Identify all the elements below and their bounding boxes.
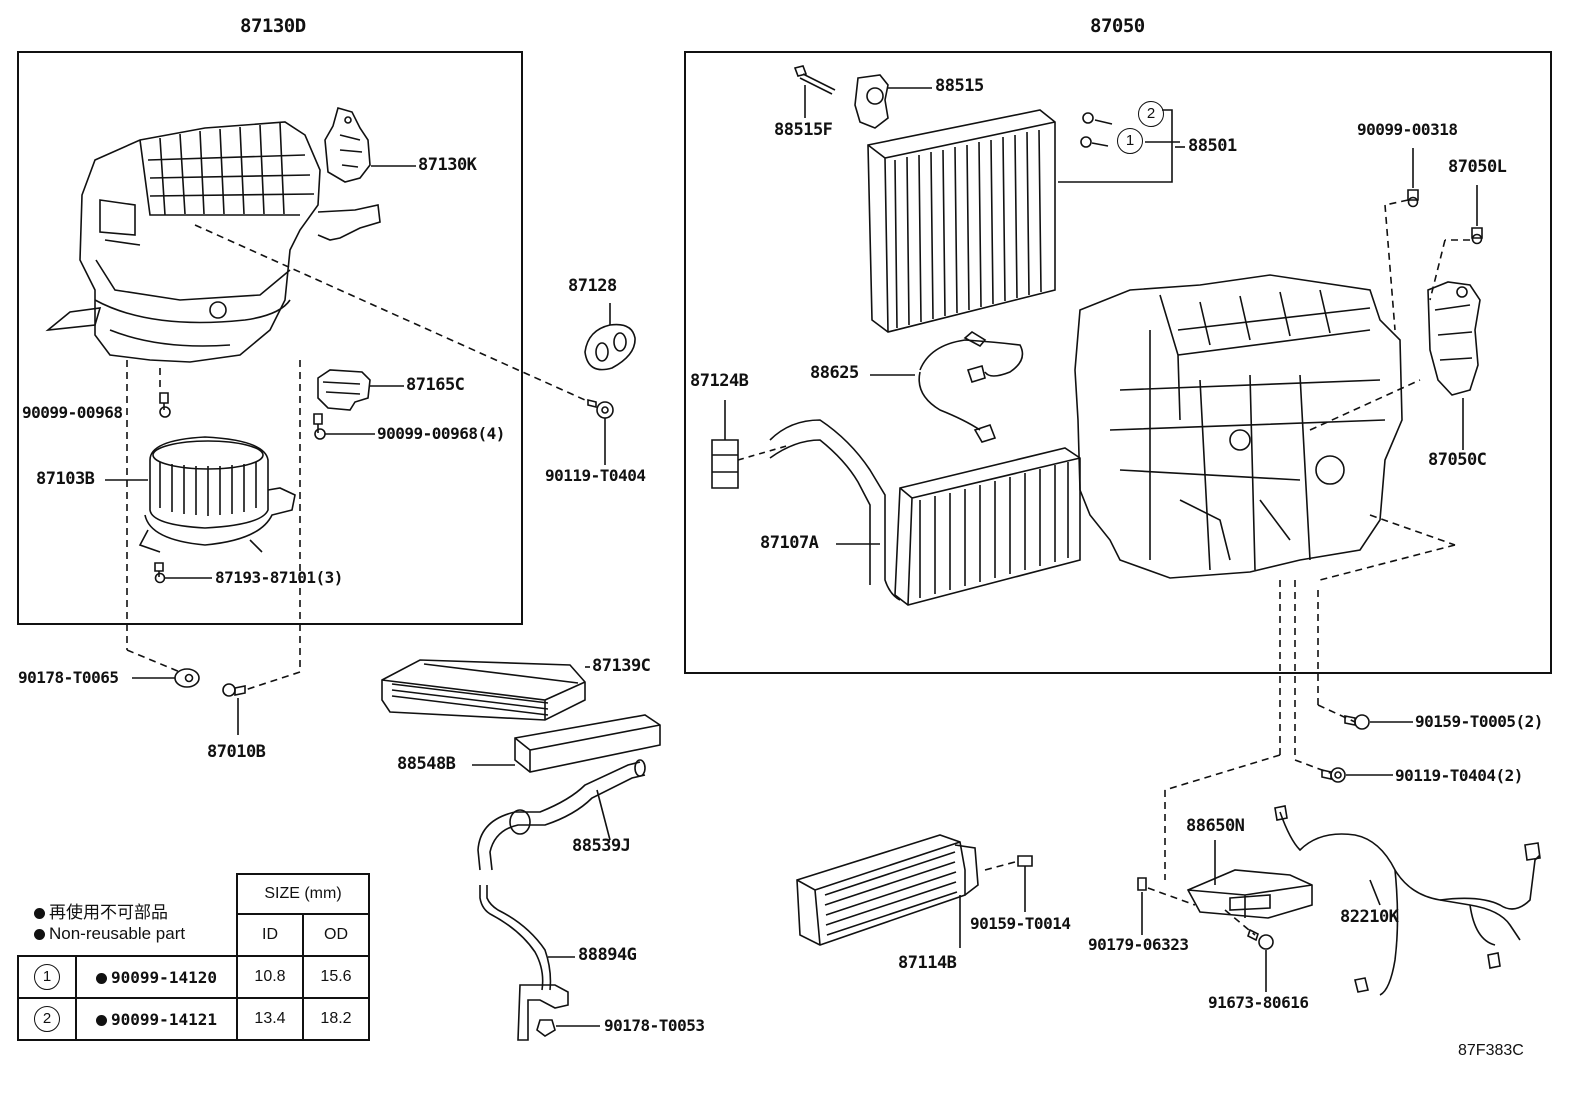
- resistor-87165C-drawing: [317, 369, 404, 411]
- blower-housing-drawing: [45, 121, 381, 363]
- screw-90099-00318-drawing: [1407, 148, 1419, 208]
- blower-unit-frame: [17, 51, 523, 625]
- part-label-88548B[interactable]: 88548B: [397, 754, 456, 774]
- part-label-87193-87101[interactable]: 87193-87101(3): [215, 568, 343, 587]
- part-label-87139C[interactable]: 87139C: [592, 656, 651, 676]
- part-label-88501[interactable]: 88501: [1188, 136, 1237, 156]
- part-label-87010B[interactable]: 87010B: [207, 742, 266, 762]
- ac-unit-frame: [684, 51, 1552, 674]
- ecu-88650N-drawing: [1186, 840, 1313, 919]
- part-label-87124B[interactable]: 87124B: [690, 371, 749, 391]
- oring-size-table: SIZE (mm) ID OD 1 90099-14120 10.8 15.6 …: [17, 873, 370, 1041]
- washer-90178-T0065-drawing: [132, 668, 200, 688]
- table-row: 1 90099-14120 10.8 15.6: [17, 955, 370, 999]
- row-marker: 2: [34, 1006, 60, 1032]
- part-label-88625[interactable]: 88625: [810, 363, 859, 383]
- sensor-88625-drawing: [870, 331, 1024, 443]
- bolt-87010B-drawing: [222, 683, 246, 735]
- row-part[interactable]: 90099-14121: [111, 1009, 217, 1029]
- row-od: 15.6: [302, 955, 370, 999]
- diagram-code: 87F383C: [1458, 1042, 1524, 1059]
- non-reusable-dot-icon: [96, 1014, 108, 1026]
- part-label-87103B[interactable]: 87103B: [36, 469, 95, 489]
- row-id: 10.8: [236, 955, 304, 999]
- heater-core-87107A-drawing: [769, 419, 1081, 606]
- harness-82210K-drawing: [1274, 805, 1541, 996]
- part-label-88515F[interactable]: 88515F: [774, 120, 833, 140]
- clip-90179-06323-drawing: [1137, 877, 1147, 935]
- part-label-87107A[interactable]: 87107A: [760, 533, 819, 553]
- part-label-90178-T0053[interactable]: 90178-T0053: [604, 1016, 705, 1035]
- grommet-90119-T0404-drawing: [587, 398, 614, 465]
- table-row: 2 90099-14121 13.4 18.2: [17, 997, 370, 1041]
- ac-housing-drawing: [1074, 274, 1403, 579]
- row-marker: 1: [34, 964, 60, 990]
- part-label-88539J[interactable]: 88539J: [572, 836, 631, 856]
- part-label-87114B[interactable]: 87114B: [898, 953, 957, 973]
- actuator-87130K-drawing: [324, 107, 416, 183]
- part-label-91673-80616[interactable]: 91673-80616: [1208, 993, 1309, 1012]
- screw-87193-87101-drawing: [154, 562, 212, 584]
- actuator-87050C-drawing: [1427, 281, 1481, 450]
- blower-motor-87103B-drawing: [105, 436, 296, 553]
- part-label-82210K[interactable]: 82210K: [1340, 907, 1399, 927]
- part-label-90159-T0005[interactable]: 90159-T0005(2): [1415, 712, 1543, 731]
- legend-note-jp: 再使用不可部品: [34, 898, 168, 923]
- row-id: 13.4: [236, 997, 304, 1041]
- bolt-90159-T0005-drawing: [1344, 714, 1413, 730]
- screw-90159-T0014-drawing: [1017, 855, 1033, 912]
- drain-hose-88894G-drawing: [479, 885, 575, 1041]
- part-label-87050C[interactable]: 87050C: [1428, 450, 1487, 470]
- screw-91673-80616-drawing: [1247, 928, 1274, 992]
- part-label-88650N[interactable]: 88650N: [1186, 816, 1245, 836]
- part-label-87165C[interactable]: 87165C: [406, 375, 465, 395]
- screw-90099-00968-b-drawing: [313, 413, 375, 440]
- non-reusable-dot-icon: [34, 929, 45, 941]
- part-label-90099-00968-b[interactable]: 90099-00968(4): [377, 424, 505, 443]
- row-od: 18.2: [302, 997, 370, 1041]
- part-label-90099-00968-a[interactable]: 90099-00968: [22, 403, 123, 422]
- part-label-90159-T0014[interactable]: 90159-T0014: [970, 914, 1071, 933]
- part-label-88894G[interactable]: 88894G: [578, 945, 637, 965]
- non-reusable-dot-icon: [34, 908, 45, 920]
- group-label-ac-unit: 87050: [1090, 15, 1145, 37]
- clip-90178-T0053-drawing: [536, 1019, 600, 1037]
- part-label-87128[interactable]: 87128: [568, 276, 617, 296]
- hose-88539J-drawing: [477, 759, 646, 871]
- legend-note-en: Non-reusable part: [34, 924, 185, 944]
- clamp-87124B-drawing: [711, 400, 791, 489]
- grommet-90119-T0404-2-drawing: [1321, 767, 1393, 783]
- evaporator-88501-drawing: [867, 109, 1180, 333]
- ptc-heater-87114B-drawing: [796, 834, 979, 948]
- bolt-88515F-drawing: [793, 65, 836, 118]
- col-od: OD: [302, 913, 370, 957]
- valve-88515-drawing: [854, 74, 932, 129]
- part-label-90119-T0404-2[interactable]: 90119-T0404(2): [1395, 766, 1523, 785]
- screw-90099-00968-a-drawing: [159, 392, 171, 418]
- cover-88548B-drawing: [472, 714, 661, 773]
- part-label-87130K[interactable]: 87130K: [418, 155, 477, 175]
- o-ring-marker-2: 2: [1138, 101, 1164, 127]
- part-label-88515[interactable]: 88515: [935, 76, 984, 96]
- seal-87128-drawing: [584, 303, 636, 371]
- filter-87139C-drawing: [381, 659, 590, 721]
- part-label-90099-00318[interactable]: 90099-00318: [1357, 120, 1458, 139]
- size-header: SIZE (mm): [236, 873, 370, 915]
- non-reusable-dot-icon: [96, 972, 108, 984]
- row-part[interactable]: 90099-14120: [111, 967, 217, 987]
- part-label-90179-06323[interactable]: 90179-06323: [1088, 935, 1189, 954]
- leader-dashes-left: [126, 224, 586, 691]
- part-label-90178-T0065[interactable]: 90178-T0065: [18, 668, 119, 687]
- part-label-87050L[interactable]: 87050L: [1448, 157, 1507, 177]
- col-id: ID: [236, 913, 304, 957]
- o-ring-marker-1: 1: [1117, 128, 1143, 154]
- screw-87050L-drawing: [1471, 185, 1483, 245]
- part-label-90119-T0404[interactable]: 90119-T0404: [545, 466, 646, 485]
- group-label-blower-unit: 87130D: [240, 15, 306, 37]
